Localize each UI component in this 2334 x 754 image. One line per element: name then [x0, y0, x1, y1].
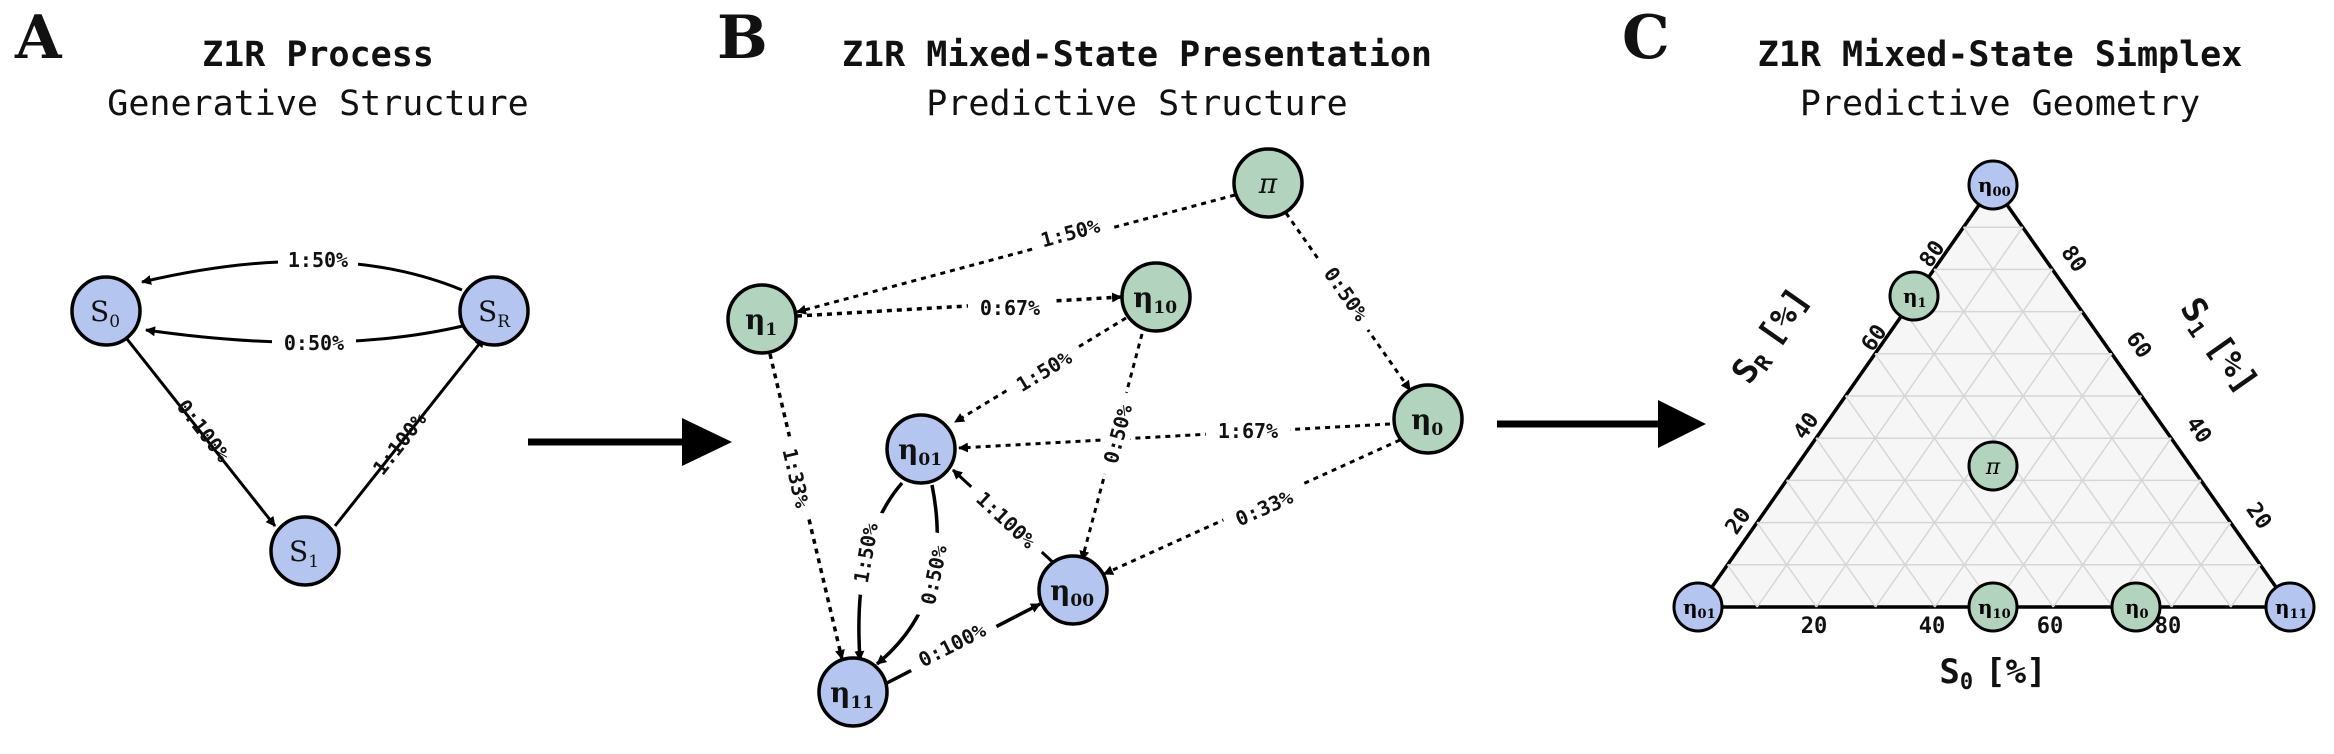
- edge-e10-e00: [1079, 333, 1144, 561]
- tick-label: 40: [2180, 412, 2216, 448]
- panel-c-subtitle: Predictive Geometry: [1800, 84, 2200, 124]
- tick-label: 80: [2055, 241, 2091, 277]
- edge-label: 1:50%: [849, 521, 883, 584]
- point-label: η0: [2125, 595, 2149, 622]
- state-node-sr: SR: [458, 275, 530, 347]
- panel-letter-a: A: [14, 3, 63, 73]
- edge-label: 0:67%: [980, 296, 1040, 320]
- grid-line: [1962, 226, 2232, 608]
- grid-line: [2230, 564, 2261, 608]
- edge-label: 1:100%: [971, 487, 1040, 554]
- simplex-ticks-bottom: 20 40 60 80: [1801, 614, 2182, 639]
- node-label: η10: [1133, 281, 1177, 318]
- mixed-state-node-eta11: η11: [817, 656, 889, 728]
- panel-c-title: Z1R Mixed-State Simplex: [1758, 35, 2243, 75]
- mixed-state-node-eta01: η01: [885, 413, 957, 485]
- edge-label: 0:100%: [172, 395, 235, 467]
- grid-line: [2170, 522, 2232, 608]
- node-label: S0: [90, 295, 120, 332]
- panel-c: C Z1R Mixed-State Simplex Predictive Geo…: [1622, 3, 2316, 695]
- node-label: η00: [1050, 574, 1094, 611]
- tick-label: 80: [2155, 614, 2182, 639]
- mixed-state-node-eta0: η0: [1392, 383, 1464, 455]
- panel-letter-c: C: [1622, 3, 1670, 73]
- panel-a: A Z1R Process Generative Structure 1:50%…: [14, 3, 530, 587]
- edge-e0-e01: [958, 422, 1391, 453]
- simplex-point-eta10: η10: [1967, 581, 2019, 633]
- grid-line: [1785, 479, 1877, 608]
- tick-label: 20: [1801, 614, 1828, 639]
- point-label: η00: [1978, 173, 2011, 200]
- point-label: η1: [1903, 284, 1927, 311]
- edge-label: 1:100%: [368, 408, 431, 480]
- state-node-s0: S0: [70, 275, 142, 347]
- edge-label: 1:50%: [1012, 345, 1076, 397]
- grid-line: [1815, 437, 1936, 608]
- node-label: η11: [830, 676, 874, 713]
- tick-label: 60: [2120, 327, 2156, 363]
- panel-b-subtitle: Predictive Structure: [926, 84, 1347, 124]
- axis-title-bottom: S0[%]: [1939, 652, 2046, 695]
- point-label: η10: [1978, 595, 2011, 622]
- axis-title-left: SR[%]: [1724, 280, 1821, 392]
- point-label: η11: [2275, 595, 2308, 622]
- edge-e1-e11: [768, 353, 845, 660]
- panel-b-title: Z1R Mixed-State Presentation: [842, 35, 1432, 75]
- edge-label: 0:50%: [1099, 402, 1138, 466]
- simplex-point-eta1: η1: [1888, 270, 1940, 322]
- grid-line: [1756, 226, 2024, 608]
- mixed-state-node-eta00: η00: [1037, 554, 1109, 626]
- panel-a-title: Z1R Process: [202, 35, 434, 75]
- edge-label: 1:50%: [288, 248, 348, 272]
- node-label: η0: [1411, 403, 1443, 440]
- node-label: SR: [478, 295, 511, 332]
- simplex-point-eta11: η11: [2264, 581, 2316, 633]
- tick-label: 60: [2037, 614, 2064, 639]
- arrow-a-to-b: [528, 418, 732, 466]
- edge-pi-e0: [1284, 212, 1412, 391]
- grid-line: [2052, 437, 2172, 608]
- mixed-state-node-pi: π: [1232, 147, 1304, 219]
- edge-s0-s1: [125, 338, 277, 527]
- point-label: η01: [1683, 595, 1716, 622]
- edge-label: 1:67%: [1218, 419, 1278, 443]
- simplex-point-pi: π: [1967, 440, 2019, 492]
- mixed-state-node-eta10: η10: [1120, 261, 1192, 333]
- tick-label: 40: [1919, 614, 1946, 639]
- edge-label: 0:50%: [284, 331, 344, 355]
- node-label: S1: [289, 535, 319, 572]
- tick-label: 20: [2240, 498, 2276, 534]
- mixed-state-node-eta1: η1: [726, 283, 798, 355]
- arrow-b-to-c: [1497, 400, 1706, 448]
- simplex-point-eta0: η0: [2110, 581, 2162, 633]
- grid-line: [1993, 395, 2143, 608]
- point-label: π: [1985, 455, 2001, 480]
- edge-e1-e10: [796, 292, 1122, 318]
- axis-title-right: S1[%]: [2169, 290, 2266, 402]
- generative-edges: [125, 259, 486, 527]
- panel-a-subtitle: Generative Structure: [107, 84, 528, 124]
- mixed-state-edges: [768, 193, 1412, 686]
- state-node-s1: S1: [269, 515, 341, 587]
- node-label: π: [1258, 167, 1278, 200]
- grid-line: [1726, 564, 1758, 608]
- edge-label: 0:100%: [914, 618, 989, 672]
- simplex-point-eta01: η01: [1672, 581, 1724, 633]
- panel-b: B Z1R Mixed-State Presentation Predictiv…: [717, 3, 1464, 728]
- grid-line: [1844, 395, 1995, 608]
- generative-edge-labels: 1:50% 0:50% 0:100% 1:100%: [172, 246, 431, 480]
- simplex-point-eta00: η00: [1967, 159, 2019, 211]
- panel-letter-b: B: [717, 3, 768, 73]
- node-label: η01: [898, 433, 942, 470]
- edge-label: 0:33%: [1232, 485, 1297, 531]
- grid-line: [1756, 522, 1818, 608]
- node-label: η1: [745, 303, 777, 340]
- edge-s1-sr: [333, 337, 486, 527]
